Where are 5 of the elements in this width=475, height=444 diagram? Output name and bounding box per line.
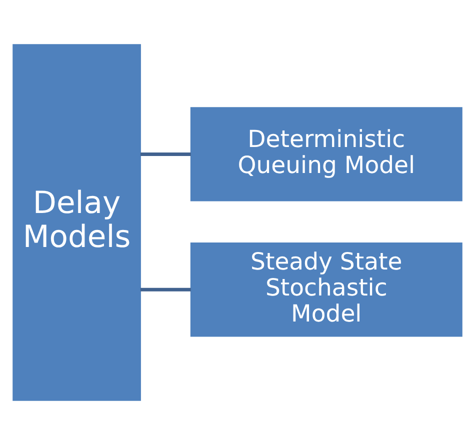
connector: [140, 152, 191, 156]
node-box: Deterministic Queuing Model: [190, 106, 462, 201]
node-box: Steady State Stochastic Model: [190, 242, 462, 336]
node-box: Delay Models: [12, 44, 141, 400]
connector: [140, 287, 191, 291]
